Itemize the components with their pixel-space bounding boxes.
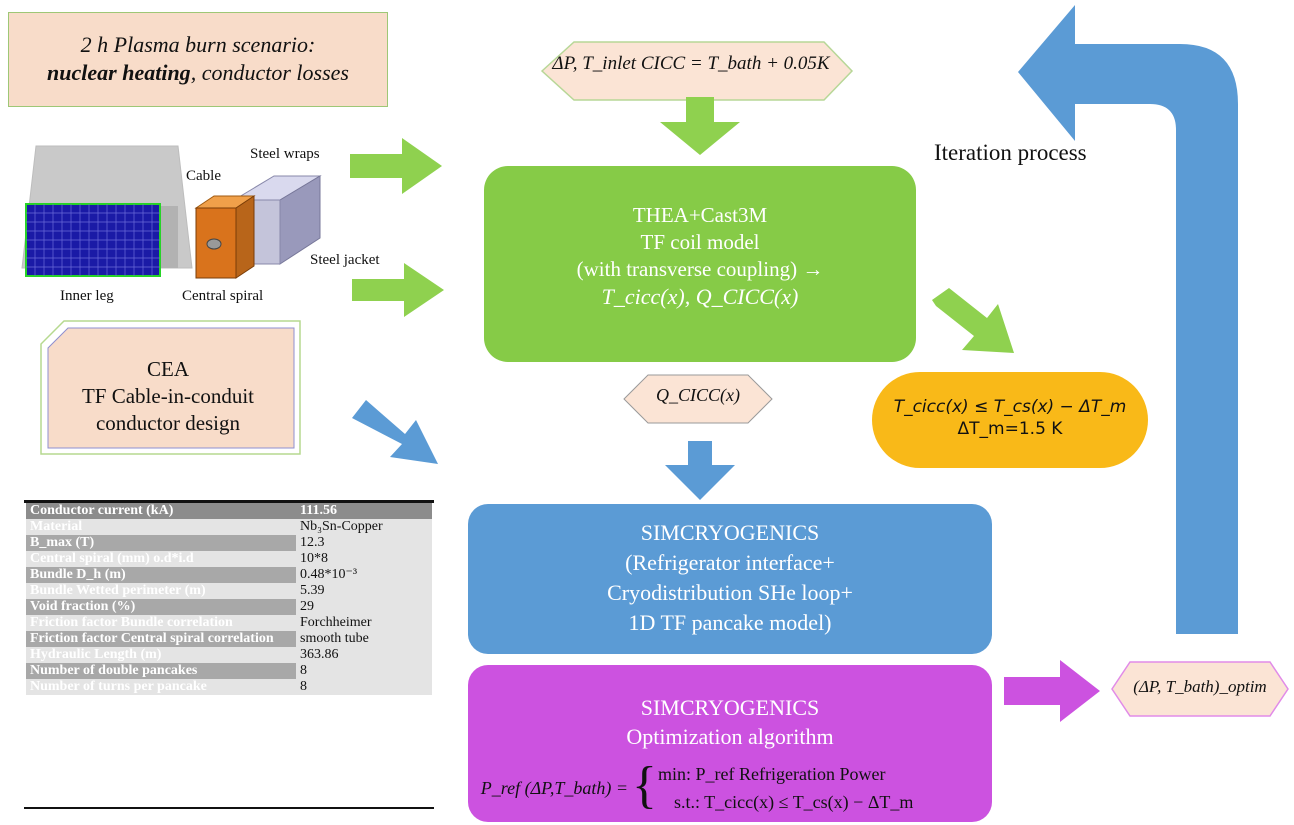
- table-key: B_max (T): [26, 535, 296, 551]
- arrow-cea-diagonal: [352, 400, 438, 464]
- table-row: Conductor current (kA) 111.56: [26, 503, 432, 519]
- scenario-line1: 2 h Plasma burn scenario:: [80, 32, 316, 57]
- table-key: Friction factor Bundle correlation: [26, 615, 296, 631]
- simcryogenics-optimization-box: SIMCRYOGENICS Optimization algorithm: [468, 665, 992, 822]
- constraint-line2: ΔT_m=1.5 K: [957, 419, 1063, 439]
- table-key: Material: [26, 519, 296, 535]
- arrow-q-down: [665, 441, 735, 500]
- arrow-optim-right: [1004, 660, 1100, 722]
- scenario-bold: nuclear heating: [47, 60, 191, 85]
- cea-text: CEA TF Cable-in-conduit conductor design: [44, 356, 292, 437]
- iteration-label: Iteration process: [934, 140, 1087, 165]
- table-row: Friction factor Bundle correlation Forch…: [26, 615, 432, 631]
- constraint-box: T_cicc(x) ≤ T_cs(x) − ΔT_m ΔT_m=1.5 K: [872, 372, 1148, 468]
- table-bottom-rule: [24, 807, 434, 809]
- table-value: 111.56: [296, 503, 432, 519]
- table-key: Friction factor Central spiral correlati…: [26, 631, 296, 647]
- simblue-line1: SIMCRYOGENICS: [640, 520, 820, 545]
- table-row: B_max (T) 12.3: [26, 535, 432, 551]
- table-value: 5.39: [296, 583, 432, 599]
- scenario-line2: nuclear heating, conductor losses: [9, 59, 387, 87]
- simpurple-line1: SIMCRYOGENICS: [640, 695, 820, 720]
- thea-line2: TF coil model: [640, 230, 760, 254]
- label-steel-jacket: Steel jacket: [310, 252, 380, 268]
- inlet-condition-label: ΔP, T_inlet CICC = T_bath + 0.05K: [552, 53, 830, 74]
- formula-lhs: P_ref (ΔP,T_bath) =: [480, 778, 628, 798]
- optimization-formula: P_ref (ΔP,T_bath) = { min: P_ref Refrige…: [468, 758, 992, 822]
- table-value: 10*8: [296, 551, 432, 567]
- simblue-line4: 1D TF pancake model): [628, 610, 832, 635]
- table-value: 12.3: [296, 535, 432, 551]
- thea-line4: T_cicc(x), Q_CICC(x): [601, 284, 799, 309]
- cea-line3: conductor design: [95, 411, 241, 435]
- table-key: Hydraulic Length (m): [26, 647, 296, 663]
- table-row: Void fraction (%) 29: [26, 599, 432, 615]
- table-key: Number of turns per pancake: [26, 679, 296, 695]
- simcryogenics-model-box: SIMCRYOGENICS (Refrigerator interface+ C…: [468, 504, 992, 654]
- scenario-box: 2 h Plasma burn scenario: nuclear heatin…: [8, 12, 388, 107]
- constraint-line1: T_cicc(x) ≤ T_cs(x) − ΔT_m: [893, 397, 1127, 417]
- table-row: Hydraulic Length (m) 363.86: [26, 647, 432, 663]
- table-value: Forchheimer: [296, 615, 432, 631]
- thea-line3: (with transverse coupling) →: [576, 257, 824, 281]
- table-row: Number of turns per pancake 8: [26, 679, 432, 695]
- arrow-inlet-down: [660, 97, 740, 155]
- label-inner-leg: Inner leg: [60, 288, 114, 304]
- label-central-spiral: Central spiral: [182, 288, 264, 304]
- scenario-rest: , conductor losses: [190, 60, 349, 85]
- table-key: Number of double pancakes: [26, 663, 296, 679]
- formula-st: s.t.: T_cicc(x) ≤ T_cs(x) − ΔT_m: [674, 792, 914, 812]
- thea-line1: THEA+Cast3M: [632, 203, 768, 227]
- table-row: Central spiral (mm) o.d*i.d 10*8: [26, 551, 432, 567]
- table-key: Bundle Wetted perimeter (m): [26, 583, 296, 599]
- table-value: 363.86: [296, 647, 432, 663]
- table-key: Bundle D_h (m): [26, 567, 296, 583]
- cea-line2: TF Cable-in-conduit: [81, 384, 255, 408]
- formula-brace: {: [632, 757, 657, 814]
- arrow-to-constraint: [932, 288, 1014, 353]
- simblue-line3: Cryodistribution SHe loop+: [607, 580, 853, 605]
- table-value: smooth tube: [296, 631, 432, 647]
- cea-box: [40, 320, 301, 455]
- thea-cast3m-box: THEA+Cast3M TF coil model (with transver…: [484, 166, 916, 362]
- optimum-label: (ΔP, T_bath)_optim: [1133, 677, 1267, 696]
- table-value: 0.48*10⁻³: [296, 567, 432, 583]
- table-value: 8: [296, 663, 432, 679]
- arrow-jacket-right: [352, 263, 444, 317]
- table-row: Friction factor Central spiral correlati…: [26, 631, 432, 647]
- cea-line1: CEA: [147, 357, 189, 381]
- inner-leg-graphic: [21, 145, 193, 277]
- table-row: Bundle D_h (m) 0.48*10⁻³: [26, 567, 432, 583]
- arrow-iteration-loop: [1018, 5, 1238, 634]
- table-row: Material Nb₃Sn-Copper: [26, 519, 432, 535]
- table-row: Number of double pancakes 8: [26, 663, 432, 679]
- label-cable: Cable: [186, 168, 221, 184]
- table-key: Conductor current (kA): [26, 503, 296, 519]
- simblue-line2: (Refrigerator interface+: [625, 550, 835, 575]
- q-label: Q_CICC(x): [656, 385, 740, 405]
- table-key: Void fraction (%): [26, 599, 296, 615]
- table-top-rule: [24, 500, 434, 503]
- label-steel-wraps: Steel wraps: [250, 146, 320, 162]
- table-value: 8: [296, 679, 432, 695]
- table-key: Central spiral (mm) o.d*i.d: [26, 551, 296, 567]
- optimum-hexagon: [1111, 661, 1289, 717]
- cable-graphic: [194, 175, 322, 279]
- table-value: Nb₃Sn-Copper: [296, 519, 432, 535]
- table-row: Bundle Wetted perimeter (m) 5.39: [26, 583, 432, 599]
- inlet-hexagon: [540, 41, 854, 101]
- table-value: 29: [296, 599, 432, 615]
- arrow-wraps-right: [350, 138, 442, 194]
- q-hexagon: [623, 374, 773, 424]
- conductor-spec-table: Conductor current (kA) 111.56 Material N…: [26, 503, 432, 695]
- simpurple-line2: Optimization algorithm: [626, 724, 834, 749]
- formula-min: min: P_ref Refrigeration Power: [658, 764, 886, 784]
